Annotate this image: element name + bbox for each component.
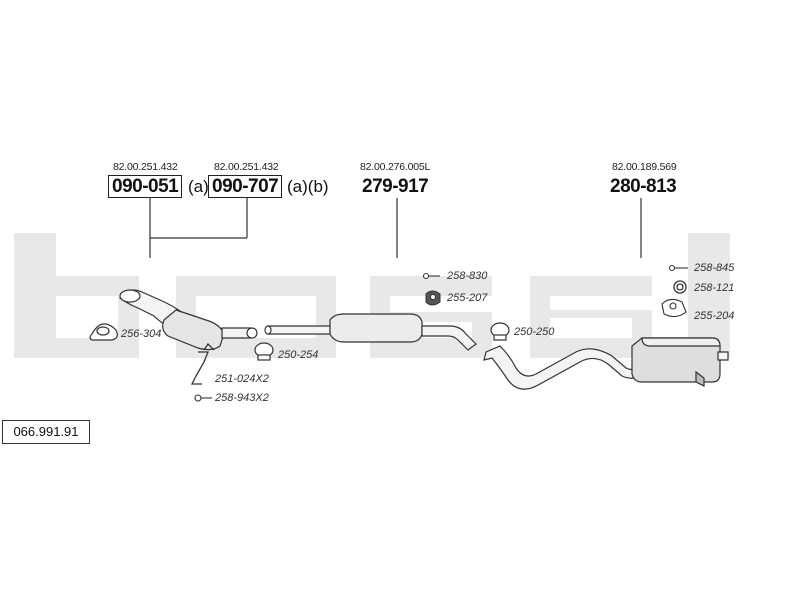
part-code-258-845[interactable]: 258-845	[694, 262, 735, 274]
part-code-258-121[interactable]: 258-121	[694, 282, 735, 294]
part-code-250-254[interactable]: 250-254	[278, 349, 319, 361]
part-number-280-813[interactable]: 280-813	[610, 176, 677, 197]
part-suffix-090-051: (a)	[188, 177, 209, 196]
bolt-icon	[668, 264, 688, 272]
gasket-ring-icon	[673, 280, 687, 294]
rear-silencer	[483, 337, 729, 390]
part-suffix-090-707: (a)(b)	[287, 177, 329, 196]
part-code-256-304[interactable]: 256-304	[121, 328, 162, 340]
middle-silencer	[264, 313, 477, 351]
rubber-mount-icon	[661, 298, 687, 318]
part-number-279-917[interactable]: 279-917	[362, 176, 429, 197]
part-code-251-024X2[interactable]: 251-024X2	[215, 373, 269, 385]
front-pipe-catalyst	[119, 289, 258, 351]
bolt-icon	[194, 394, 212, 402]
part-number-090-051[interactable]: 090-051	[108, 175, 183, 198]
diagram-number: 066.991.91	[2, 420, 90, 444]
part-code-250-250[interactable]: 250-250	[514, 326, 555, 338]
part-code-258-943X2[interactable]: 258-943X2	[215, 392, 269, 404]
oe-number-280-813: 82.00.189.569	[612, 161, 677, 173]
rubber-mount-icon	[425, 290, 441, 306]
part-code-255-207[interactable]: 255-207	[447, 292, 488, 304]
spring-clip-icon	[190, 342, 215, 385]
bolt-icon	[422, 272, 440, 280]
part-number-090-707[interactable]: 090-707	[208, 175, 283, 198]
oe-number-279-917: 82.00.276.005L	[360, 161, 431, 173]
part-code-255-204[interactable]: 255-204	[694, 310, 735, 322]
clamp-icon	[254, 342, 274, 361]
clamp-icon	[490, 322, 510, 341]
part-code-258-830[interactable]: 258-830	[447, 270, 488, 282]
gasket-ring-icon	[89, 323, 118, 341]
oe-number-090-051: 82.00.251.432	[113, 161, 178, 173]
oe-number-090-707: 82.00.251.432	[214, 161, 279, 173]
